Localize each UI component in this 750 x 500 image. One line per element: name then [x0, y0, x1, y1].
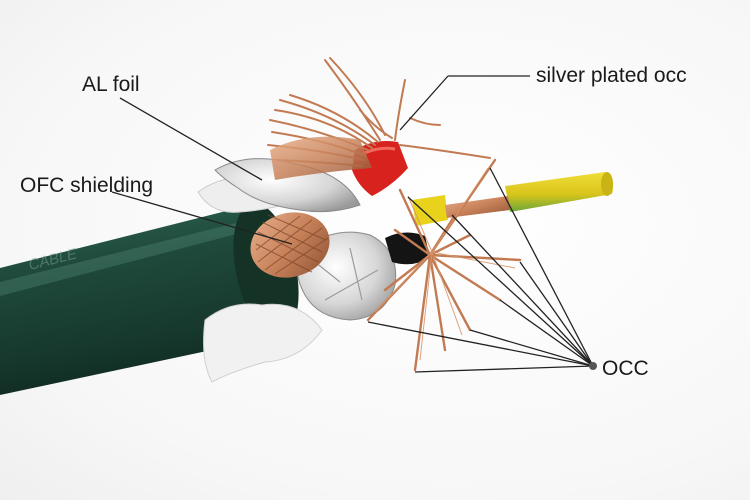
- yellow-green-conductor: [505, 172, 614, 212]
- leader-occ-8: [499, 299, 594, 367]
- leader-occ-5: [367, 321, 594, 367]
- label-silver-plated-occ: silver plated occ: [536, 64, 687, 87]
- ofc-braid: [250, 212, 330, 278]
- leader-occ-4: [519, 261, 594, 367]
- earth-copper-strands: [445, 196, 510, 218]
- jacket-highlight: [0, 222, 244, 296]
- label-al-foil: AL foil: [82, 73, 140, 96]
- yellow-conductor: [412, 195, 448, 226]
- leader-occ-7: [469, 329, 594, 367]
- leader-occ-6: [414, 365, 594, 373]
- leader-occ-1: [407, 196, 594, 367]
- yellow-green-end: [601, 172, 613, 196]
- leader-al-foil: [119, 97, 263, 181]
- leader-silver-plated-diag: [399, 75, 449, 131]
- label-ofc-shielding: OFC shielding: [20, 174, 154, 197]
- leader-ofc-shielding: [111, 191, 293, 245]
- silver-strand-bundle: [270, 136, 372, 180]
- braid-weave: [255, 214, 329, 275]
- label-occ: OCC: [602, 357, 649, 380]
- leader-lines: [111, 75, 594, 373]
- black-conductor: [385, 232, 430, 265]
- leader-occ-2: [489, 167, 594, 367]
- white-tape: [203, 303, 323, 383]
- occ-leader-hub: [589, 362, 597, 370]
- leader-occ-3: [451, 214, 594, 367]
- foil-creases: [314, 247, 379, 301]
- occ-strands-fine: [374, 167, 516, 361]
